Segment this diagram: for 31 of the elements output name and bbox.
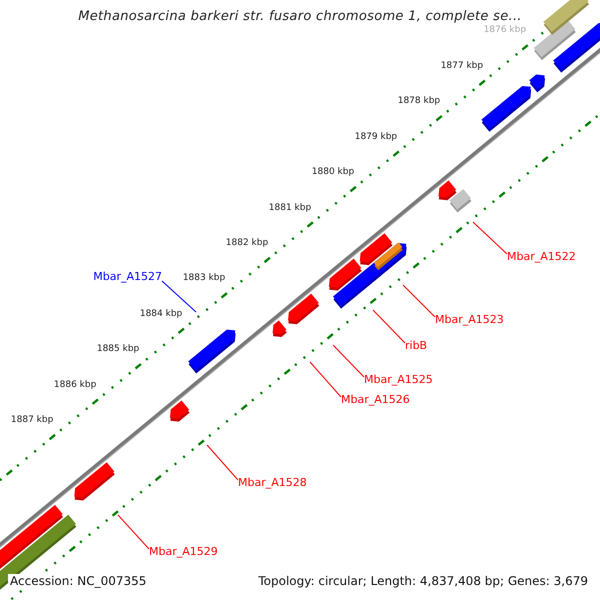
scale-label: 1878 kbp [398,96,440,106]
gene-label: Mbar_A1529 [149,545,218,558]
gene-label: Mbar_A1525 [364,373,433,386]
leader-line [332,344,364,378]
scale-label: 1882 kbp [226,238,268,248]
chart-title: Methanosarcina barkeri str. fusaro chromosome 1, complete se... [77,9,523,24]
leader-line [118,514,150,550]
summary-text: Topology: circular; Length: 4,837,408 bp; Genes: 3,679 [256,574,590,588]
scale-label: 1880 kbp [312,167,354,178]
gene-label: Mbar_A1528 [238,476,307,489]
gene-label: Mbar_A1526 [341,393,410,406]
accession-text: Accession: NC_007355 [8,574,148,588]
scale-label: 1881 kbp [268,202,312,212]
scale-label: 1883 kbp [182,273,226,284]
scale-label: 1887 kbp [10,415,54,426]
scale-label: 1886 kbp [54,380,96,390]
leader-line [206,444,238,480]
leader-line [162,280,196,312]
leader-line [472,222,508,254]
leader-line [310,362,342,398]
leader-line [402,284,436,318]
gene-label: Mbar_A1522 [507,250,576,263]
scale-label: 1879 kbp [354,132,398,142]
gene-label: Mbar_A1527 [93,270,162,283]
scale-label: 1876 kbp [484,25,526,36]
scale-label: 1884 kbp [140,308,182,319]
gene-label: Mbar_A1523 [435,313,504,326]
gene-label: ribB [405,339,428,352]
leader-line [372,310,406,344]
scale-label: 1885 kbp [96,344,140,354]
scale-label: 1877 kbp [440,60,484,71]
